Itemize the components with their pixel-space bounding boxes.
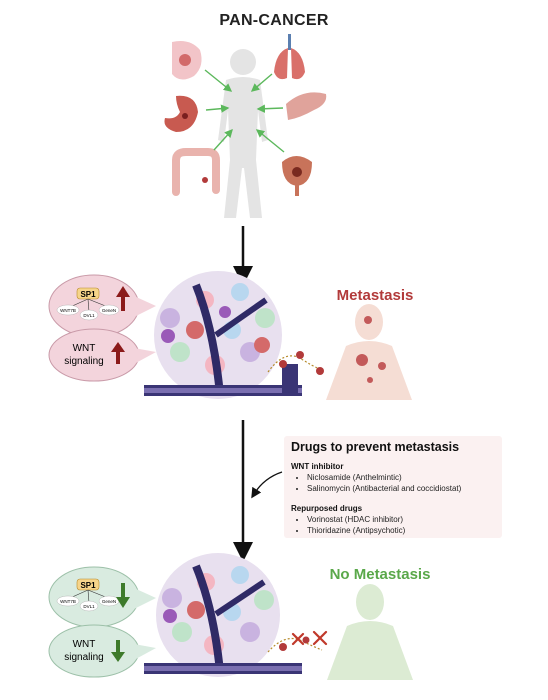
colon-organ-icon (172, 148, 220, 196)
stomach-organ-icon (164, 95, 198, 132)
wnt-bubble-pointer-no-meta (134, 644, 156, 660)
pancreas-organ-icon (286, 92, 327, 120)
wnt-down-arrow-icon (111, 640, 125, 662)
wnt7b-label-no-meta: WNT7B (60, 599, 76, 604)
wnt-label-no-meta: WNT (73, 639, 96, 650)
list-item: Salinomycin (Antibacterial and coccidios… (307, 484, 461, 495)
no-metastasis-title: No Metastasis (329, 566, 431, 583)
dvl1-label: DVL1 (83, 313, 95, 318)
list-item: Niclosamide (Anthelmintic) (307, 473, 461, 484)
wnt-inhibitor-list: Niclosamide (Anthelmintic) Salinomycin (… (291, 473, 461, 494)
wnt-up-arrow-icon (111, 342, 125, 364)
genen-label: GeneN (102, 308, 116, 313)
wnt-signaling-bubble-downregulated: WNT signaling (48, 624, 140, 678)
circulating-tumor-cells (267, 351, 324, 375)
breast-organ-icon (172, 41, 202, 80)
lungs-organ-icon (274, 34, 305, 80)
drug-intervention-arrow (251, 471, 283, 499)
sp1-down-arrow-icon (116, 583, 130, 608)
drugs-info-box: Drugs to prevent metastasis WNT inhibito… (284, 436, 502, 538)
list-item: Thioridazine (Antipsychotic) (307, 526, 405, 537)
sp1-gene-bubble-downregulated: SP1 WNT7B DVL1 GeneN (48, 566, 140, 628)
sp1-up-arrow-icon (116, 286, 130, 311)
sp1-gene-bubble-upregulated: SP1 WNT7B DVL1 GeneN (48, 274, 140, 338)
metastatic-patient-figure (326, 304, 412, 400)
wnt-bubble-pointer (134, 348, 156, 364)
metastasis-title: Metastasis (336, 287, 414, 304)
wnt7b-label: WNT7B (60, 308, 76, 313)
metastasis-tumor (154, 271, 282, 399)
wnt-inhibitor-label: WNT inhibitor (291, 462, 344, 471)
wnt-signaling-bubble-upregulated: WNT signaling (48, 328, 140, 382)
list-item: Vorinostat (HDAC inhibitor) (307, 515, 405, 526)
organ-to-body-arrows (204, 69, 285, 153)
sp1-bubble-pointer-no-meta (132, 588, 156, 610)
sp1-bubble-pointer (132, 296, 156, 318)
sp1-label-no-meta: SP1 (80, 581, 96, 590)
pan-cancer-title: PAN-CANCER (219, 12, 329, 29)
repurposed-drugs-list: Vorinostat (HDAC inhibitor) Thioridazine… (291, 515, 405, 536)
healthy-patient-figure (327, 584, 413, 680)
cross-mark-icon (291, 630, 328, 646)
no-metastasis-tumor (156, 553, 280, 677)
drugs-heading: Drugs to prevent metastasis (291, 440, 460, 454)
repurposed-drugs-label: Repurposed drugs (291, 504, 363, 513)
genen-label-no-meta: GeneN (102, 599, 116, 604)
sp1-label: SP1 (80, 290, 96, 299)
dvl1-label-no-meta: DVL1 (83, 604, 95, 609)
no-metastasis-blood-vessel (144, 663, 302, 674)
signaling-label-no-meta: signaling (64, 652, 103, 663)
prostate-organ-icon (282, 156, 312, 196)
signaling-label: signaling (64, 356, 103, 367)
human-body-silhouette (218, 49, 268, 218)
wnt-label: WNT (73, 343, 96, 354)
metastasis-blood-vessel (144, 364, 302, 396)
